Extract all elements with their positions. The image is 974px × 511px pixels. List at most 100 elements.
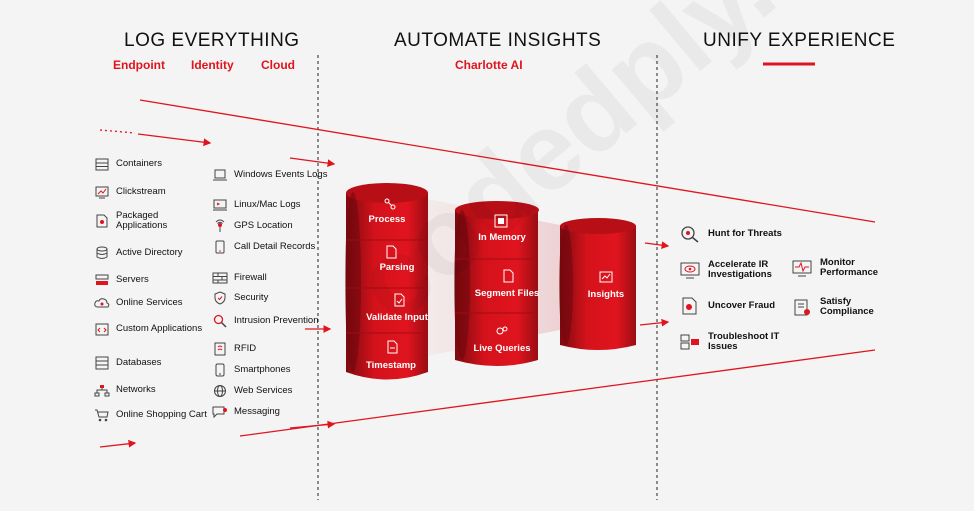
tag-cloud: Cloud	[261, 58, 295, 72]
live-queries-icon	[496, 326, 508, 335]
unify-experience-title: UNIFY EXPERIENCE	[703, 30, 896, 51]
arrow-in-2	[289, 157, 336, 167]
stage-memory-label: In Memory	[478, 232, 526, 243]
source-item: Custom Applications	[94, 322, 202, 336]
outcome-label: Accelerate IR Investigations	[708, 259, 772, 280]
source-label: Intrusion Prevention	[234, 315, 319, 326]
source-item: Clickstream	[94, 185, 166, 199]
tag-endpoint: Endpoint	[113, 58, 165, 72]
source-label: Messaging	[234, 406, 280, 417]
server-icon	[94, 273, 110, 287]
arrow-out-2	[639, 318, 670, 327]
network-icon	[94, 383, 110, 397]
source-item: Smartphones	[212, 363, 291, 377]
gps-icon	[212, 219, 228, 233]
source-item: Online Services	[94, 296, 183, 310]
outcome-item: Hunt for Threats	[680, 225, 782, 243]
cylinder-stage2	[454, 201, 539, 366]
source-label: Databases	[116, 357, 162, 368]
containers-icon	[94, 157, 110, 171]
source-item: Containers	[94, 157, 162, 171]
source-label: Online Services	[116, 297, 183, 308]
arrow-out-1	[644, 241, 670, 250]
stage-segment-label: Segment Files	[474, 288, 540, 299]
outcome-item: Troubleshoot IT Issues	[680, 332, 783, 352]
automate-insights-title: AUTOMATE INSIGHTS	[394, 30, 602, 51]
stage-process-label: Process	[368, 214, 406, 225]
cart-icon	[94, 408, 110, 422]
rfid-icon	[212, 342, 228, 356]
phone-icon	[212, 240, 228, 254]
source-label: Containers	[116, 158, 162, 169]
memory-icon	[494, 214, 508, 228]
outcome-item: Accelerate IR Investigations	[680, 260, 788, 280]
log-everything-title: LOG EVERYTHING	[124, 30, 300, 51]
outcome-item: Satisfy Compliance	[792, 297, 895, 317]
smartphone-icon	[212, 363, 228, 377]
message-icon	[212, 405, 228, 419]
source-label: Web Services	[234, 385, 293, 396]
source-label: Networks	[116, 384, 156, 395]
stage-timestamp-label: Timestamp	[366, 360, 416, 371]
source-item: Servers	[94, 273, 149, 287]
timestamp-icon	[387, 340, 398, 354]
arrow-in-1	[99, 129, 136, 134]
stage-parsing-label: Parsing	[379, 262, 415, 273]
source-label: Smartphones	[234, 364, 291, 375]
outcome-label: Satisfy Compliance	[820, 296, 874, 317]
source-label: RFID	[234, 343, 257, 354]
stage-insights-label: Insights	[587, 289, 625, 300]
cylinder-stage1	[345, 183, 428, 380]
segment-files-icon	[503, 269, 514, 283]
firewall-icon	[212, 271, 228, 285]
tag-identity: Identity	[191, 58, 234, 72]
stage-validate-label: Validate Input	[366, 312, 428, 323]
source-item: Firewall	[212, 271, 267, 285]
edge-bottom	[239, 349, 876, 437]
source-label: Custom Applications	[116, 323, 203, 334]
source-item: RFID	[212, 342, 256, 356]
source-label: Online Shopping Cart	[116, 409, 207, 420]
outcome-item: Uncover Fraud	[680, 297, 775, 315]
clickstream-icon	[94, 185, 110, 199]
parsing-icon	[386, 245, 397, 259]
arrow-in-1b	[137, 133, 212, 147]
monitor-eye-icon	[680, 261, 700, 279]
source-label: GPS Location	[234, 220, 293, 231]
edge-top	[139, 99, 876, 223]
source-label: Clickstream	[116, 186, 166, 197]
fraud-doc-icon	[680, 297, 700, 315]
arrow-in-5	[99, 439, 137, 448]
source-item: Intrusion Prevention	[212, 314, 319, 328]
terminal-icon	[212, 198, 228, 212]
troubleshoot-icon	[680, 333, 700, 351]
insights-icon	[599, 271, 613, 283]
outcome-label: Troubleshoot IT Issues	[708, 331, 780, 352]
source-item: Active Directory	[94, 246, 183, 260]
globe-icon	[212, 384, 228, 398]
source-item: Messaging	[212, 405, 280, 419]
outcome-label: Uncover Fraud	[708, 300, 776, 311]
cloud-icon	[94, 296, 110, 310]
source-item: Networks	[94, 383, 156, 397]
code-icon	[94, 322, 110, 336]
source-item: Web Services	[212, 384, 292, 398]
source-item: Windows Events Logs	[212, 168, 327, 182]
search-threat-icon	[680, 225, 700, 243]
source-label: Servers	[116, 274, 149, 285]
source-item: Call Detail Records	[212, 240, 315, 254]
compliance-icon	[792, 298, 812, 316]
source-item: GPS Location	[212, 219, 293, 233]
source-item: Databases	[94, 356, 161, 370]
source-label: Active Directory	[116, 247, 183, 258]
arrow-in-4	[289, 420, 336, 429]
outcome-label: Monitor Performance	[820, 257, 879, 278]
source-item: Security	[212, 291, 268, 305]
monitor-pulse-icon	[792, 259, 812, 277]
source-item: Linux/Mac Logs	[212, 198, 301, 212]
source-label: Call Detail Records	[234, 241, 316, 252]
cylinder-stage3	[559, 218, 636, 350]
source-label: Linux/Mac Logs	[234, 199, 301, 210]
